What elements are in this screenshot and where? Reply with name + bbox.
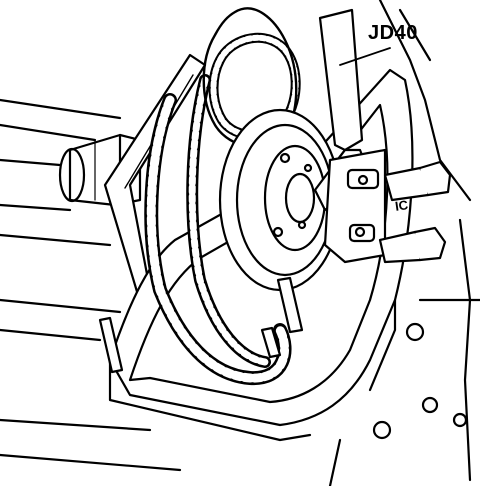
tool-callout-label: JD40: [368, 22, 418, 44]
hex-bolts: [378, 160, 452, 264]
jd40-tool: [313, 8, 391, 264]
timing-chain: [144, 74, 292, 386]
lower-right-bolts: [372, 322, 468, 440]
studs: [98, 276, 304, 374]
part-marking: IC: [394, 197, 409, 214]
camshaft-sprocket: [218, 108, 342, 292]
